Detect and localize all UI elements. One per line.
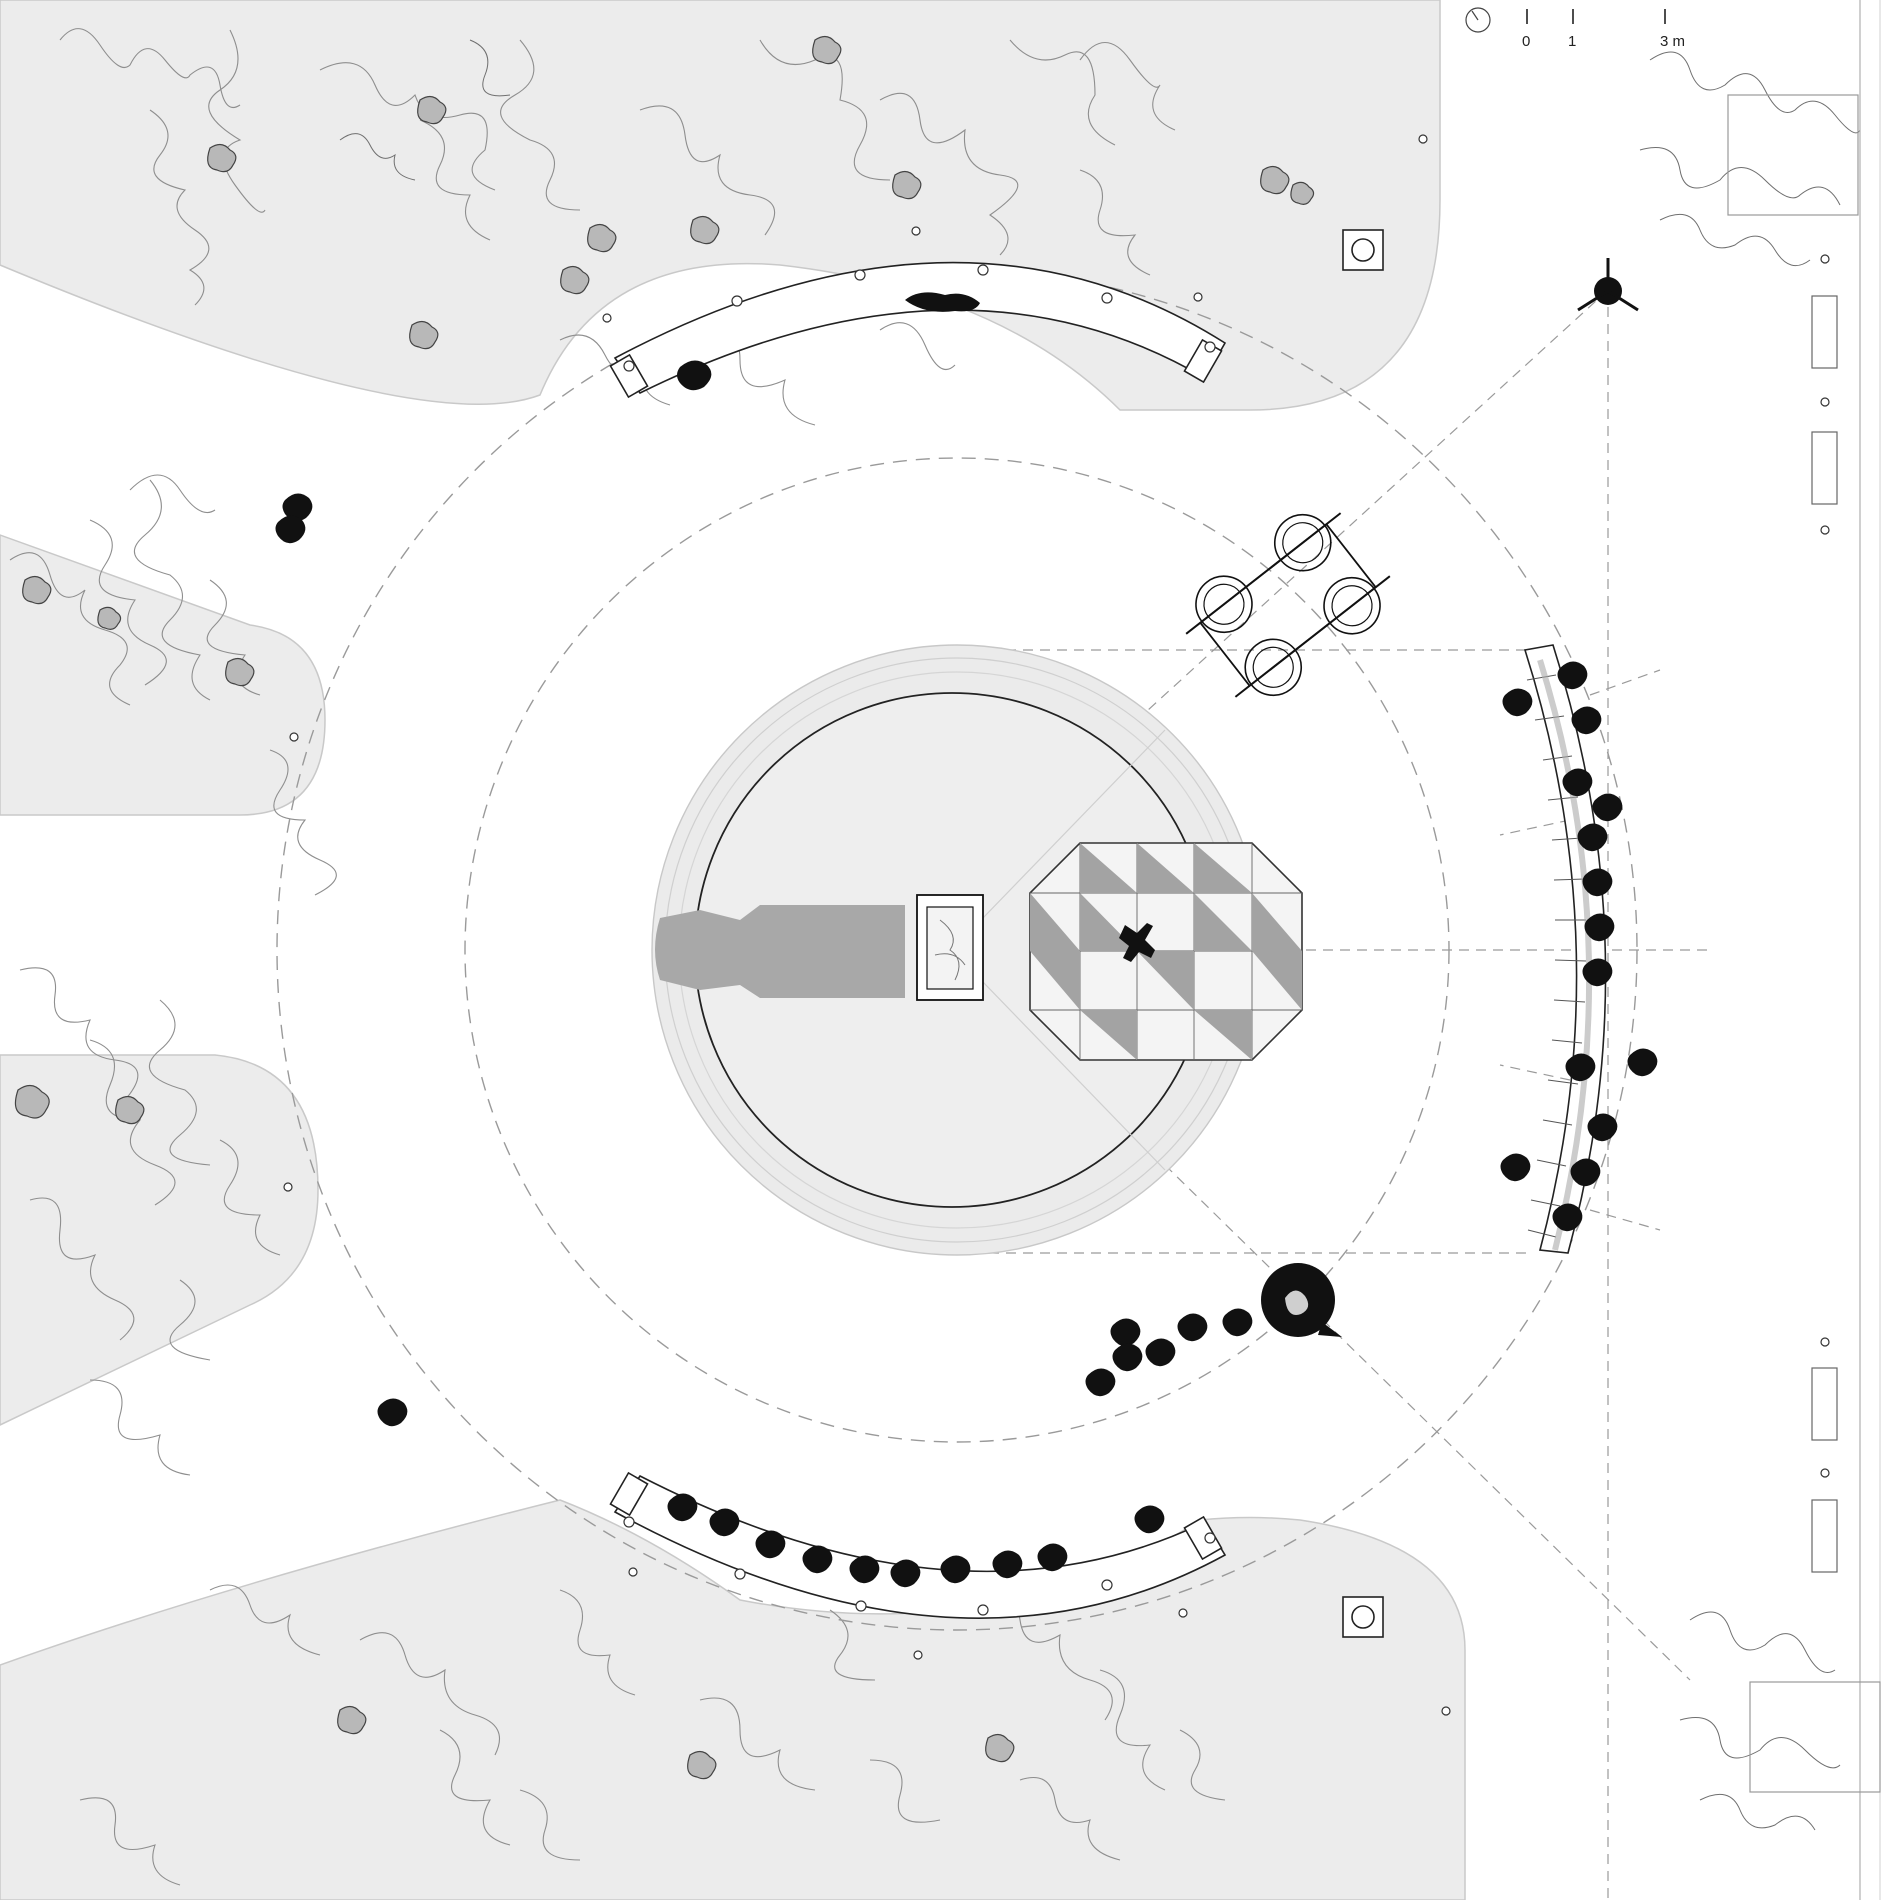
scale-bar: 0 1 3 m xyxy=(1522,9,1685,50)
planting-bed-left-upper xyxy=(0,534,326,816)
street-edge xyxy=(1727,0,1881,1900)
central-plaza xyxy=(651,644,1263,1256)
drum-rack xyxy=(1185,512,1391,698)
north-arrow-icon xyxy=(1465,7,1491,33)
bench-top xyxy=(609,261,1227,399)
shrubs xyxy=(14,35,1315,1780)
statue-shadow xyxy=(655,905,905,998)
wind-turbine-icon xyxy=(1577,258,1639,312)
bollards xyxy=(283,134,1830,1716)
speaker-icon xyxy=(1261,1263,1342,1337)
people-figures xyxy=(275,292,1658,1588)
person-figure-icon xyxy=(1119,923,1155,962)
planting-beds xyxy=(0,0,1466,1900)
scale-label-3m: 3 m xyxy=(1660,33,1685,50)
bench-bottom xyxy=(609,1471,1227,1619)
octagon-stage xyxy=(1029,842,1303,1061)
scale-label-1: 1 xyxy=(1568,33,1576,50)
scale-label-0: 0 xyxy=(1522,33,1530,50)
square-planters xyxy=(1342,229,1384,1638)
planting-bed-left-lower xyxy=(0,1054,319,1426)
